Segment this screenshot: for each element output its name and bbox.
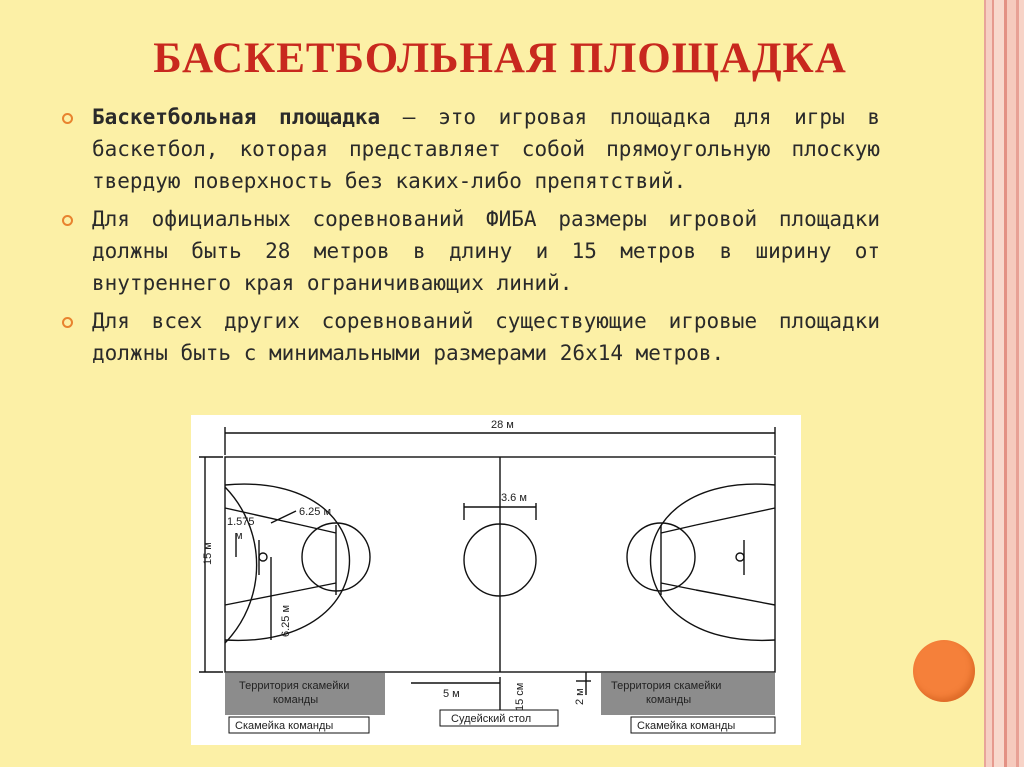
bullet-text: Для официальных соревнований ФИБА размер… [92, 207, 880, 295]
bullet-item: Для официальных соревнований ФИБА размер… [60, 203, 880, 299]
bullet-text: Для всех других соревнований существующи… [92, 309, 880, 365]
bench-right-label: Скамейка команды [637, 720, 735, 732]
bullet-item: Баскетбольная площадка — это игровая пло… [60, 101, 880, 197]
bench-left-label: Скамейка команды [235, 720, 333, 732]
center-circle [463, 523, 537, 597]
bench-zone-right-label-1: Территория скамейки [611, 680, 721, 692]
table-label: Судейский стол [451, 713, 531, 725]
center-circle-label: 3.6 м [501, 492, 527, 504]
court-svg: 28 м 15 м 3.6 м 6.25 м 6.25 м 1.575 м Те… [199, 419, 776, 734]
bullet-list: Баскетбольная площадка — это игровая пло… [60, 101, 880, 375]
table-box [439, 709, 559, 727]
decorative-stripes [980, 0, 1024, 767]
bench-zone-right-label-2: команды [646, 694, 691, 706]
two-m-label: 2 м [574, 688, 586, 705]
length-label: 28 м [491, 419, 514, 431]
bench-zone-left-label-2: команды [273, 694, 318, 706]
left-free-throw-circle [301, 522, 371, 592]
three-point-label-2: 6.25 м [280, 605, 292, 637]
basket-offset-unit: м [235, 530, 243, 542]
bullet-bold-text: Баскетбольная площадка [92, 105, 381, 129]
bench-right-box [630, 716, 776, 734]
three-point-label: 6.25 м [299, 506, 331, 518]
width-label: 15 м [202, 542, 214, 565]
bullet-item: Для всех других соревнований существующи… [60, 305, 880, 369]
bench-zone-left [225, 673, 385, 715]
slide-title: БАСКЕТБОЛЬНАЯ ПЛОЩАДКА [153, 35, 847, 82]
bullet-circle-icon [62, 317, 73, 328]
basket-offset-label: 1.575 [227, 516, 255, 528]
fifteen-cm-label: 15 см [514, 683, 526, 711]
bench-zone-right [601, 673, 775, 715]
left-three-point-arc [224, 483, 350, 641]
right-three-point-arc [650, 483, 776, 641]
bench-zone-left-label-1: Территория скамейки [239, 680, 349, 692]
right-free-throw-circle [626, 522, 696, 592]
court-diagram: 28 м 15 м 3.6 м 6.25 м 6.25 м 1.575 м Те… [191, 415, 801, 745]
bench-left-box [228, 716, 370, 734]
decorative-orange-circle [913, 640, 975, 702]
five-m-label: 5 м [443, 688, 460, 700]
bullet-text: — это игровая площадка для игры в баскет… [92, 105, 880, 193]
bullet-circle-icon [62, 113, 73, 124]
bullet-circle-icon [62, 215, 73, 226]
